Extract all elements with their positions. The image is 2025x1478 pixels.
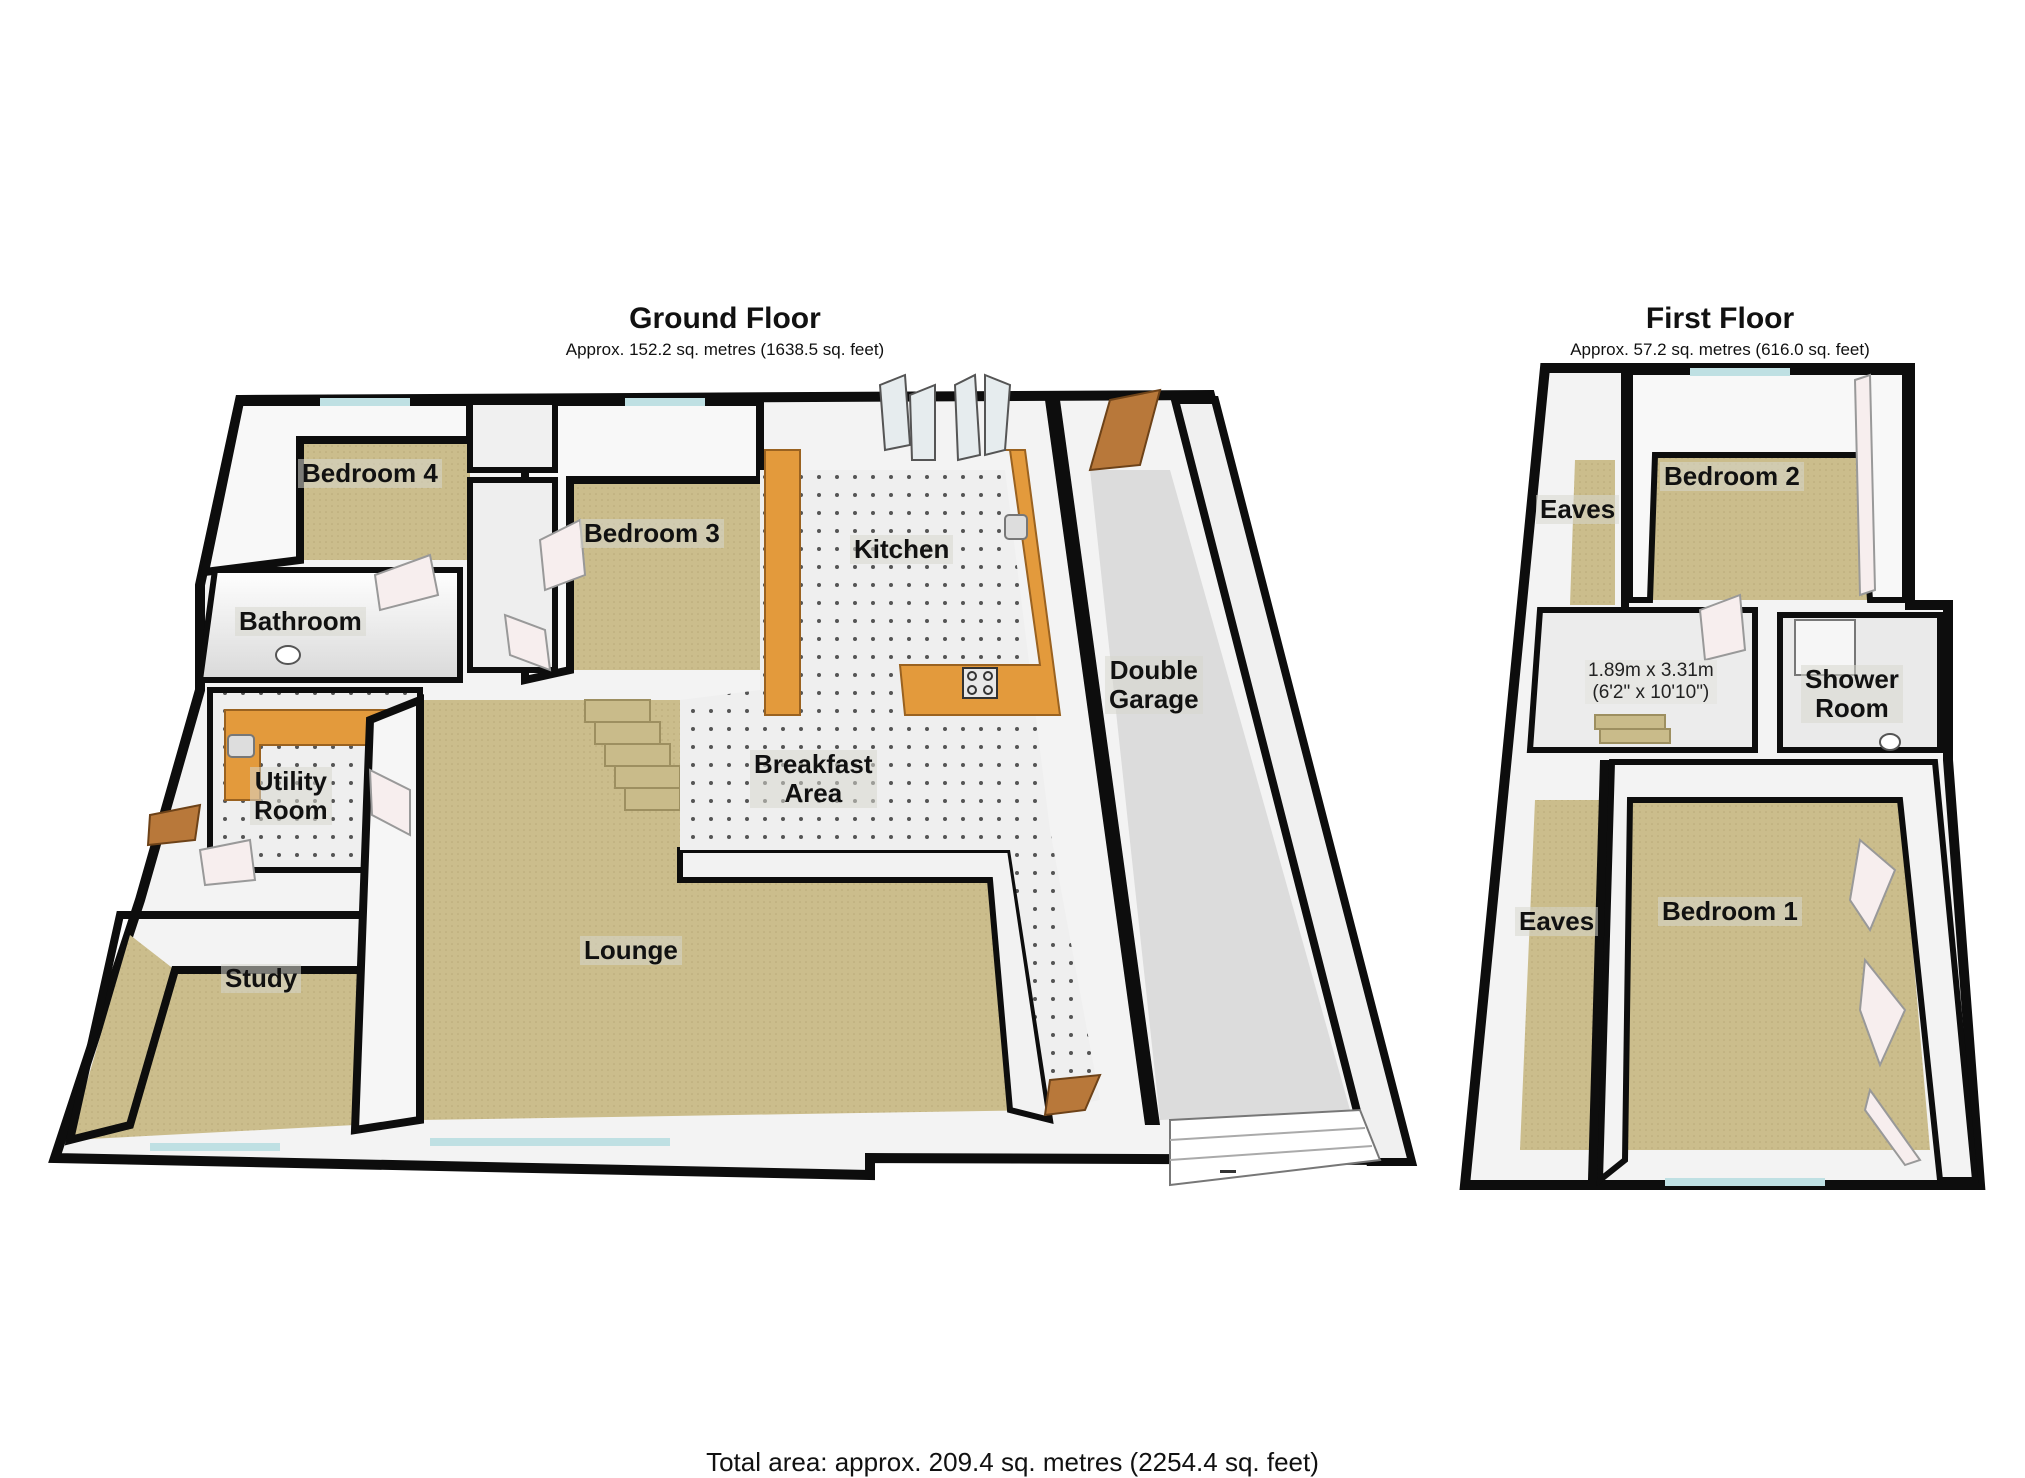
- kitchen-bifold-doors: [878, 373, 1012, 462]
- total-area: Total area: approx. 209.4 sq. metres (22…: [706, 1447, 1319, 1477]
- bedroom-3-door: [538, 518, 587, 592]
- bedroom-1-window: [1665, 1178, 1825, 1186]
- garage-rear-door: [1088, 388, 1162, 472]
- utility-side-door: [146, 803, 202, 847]
- bedroom-4-window: [320, 398, 410, 406]
- bedroom-3-floor: [570, 480, 760, 670]
- landing-dim-line1: 1.89m x 3.31m: [1588, 660, 1714, 681]
- first-floor-stairs: [1594, 714, 1671, 744]
- room-label-double-garage: Double Garage: [1105, 656, 1203, 714]
- kitchen-worktop-left: [764, 449, 801, 716]
- shower-label-line1: Shower: [1805, 664, 1899, 694]
- first-floor-area: Approx. 57.2 sq. metres (616.0 sq. feet): [1570, 340, 1870, 359]
- bedroom-2-window: [1690, 368, 1790, 376]
- garage-door: [1169, 1108, 1382, 1187]
- study-window: [150, 1143, 280, 1151]
- utility-door: [368, 768, 411, 837]
- utility-label-line2: Room: [254, 795, 328, 825]
- room-label-kitchen: Kitchen: [850, 535, 954, 564]
- bedroom-2-wardrobe-doors: [1853, 373, 1877, 597]
- garage-label-line1: Double: [1109, 655, 1198, 685]
- first-floor-title: First Floor: [1645, 302, 1795, 335]
- landing-dim-line2: (6'2" x 10'10"): [1592, 682, 1710, 703]
- utility-sink-icon: [227, 734, 255, 758]
- hall-closet: [467, 477, 558, 673]
- room-label-bedroom-1: Bedroom 1: [1658, 897, 1802, 926]
- bedroom1-cupboard-door: [503, 613, 552, 672]
- bedroom-2-floor: [1650, 455, 1870, 600]
- room-label-utility-room: Utility Room: [250, 767, 332, 825]
- room-label-eaves-bottom: Eaves: [1515, 907, 1599, 936]
- bedroom-1-walls: [1596, 759, 1979, 1187]
- kitchen-sink-icon: [1004, 514, 1028, 540]
- breakfast-side-door: [1043, 1073, 1102, 1117]
- breakfast-label-line1: Breakfast: [754, 749, 873, 779]
- lounge-floor: [420, 700, 1050, 1120]
- utility-label-line1: Utility: [254, 766, 327, 796]
- ground-stairs: [584, 699, 681, 811]
- bedroom-1-floor: [1625, 800, 1930, 1150]
- lounge-walls: [350, 694, 424, 1135]
- bedroom-1-wardrobe-doors: [1848, 838, 1922, 1167]
- kitchen-garage-wall: [1045, 400, 1160, 1125]
- shower-toilet-icon: [1879, 733, 1901, 751]
- room-label-study: Study: [221, 964, 302, 993]
- hob-icon: [962, 667, 998, 699]
- closet-walls: [467, 399, 558, 473]
- room-label-bedroom-3: Bedroom 3: [580, 519, 724, 548]
- shower-label-line2: Room: [1815, 693, 1889, 723]
- landing-door: [1698, 593, 1747, 662]
- eaves-bottom-wall: [1588, 760, 1612, 1180]
- ground-floor-area: Approx. 152.2 sq. metres (1638.5 sq. fee…: [565, 340, 885, 359]
- bedroom-3-window: [625, 398, 705, 406]
- room-label-lounge: Lounge: [580, 936, 682, 965]
- landing-dimensions: 1.89m x 3.31m (6'2" x 10'10"): [1585, 660, 1717, 704]
- room-label-eaves-top: Eaves: [1536, 495, 1620, 524]
- room-label-bathroom: Bathroom: [235, 607, 366, 636]
- toilet-icon: [275, 645, 301, 665]
- garage-right-wall: [1169, 396, 1418, 1166]
- garage-label-line2: Garage: [1109, 684, 1199, 714]
- room-label-shower-room: Shower Room: [1801, 665, 1903, 723]
- room-label-bedroom-2: Bedroom 2: [1660, 462, 1804, 491]
- study-door: [198, 838, 257, 887]
- ground-floor-title: Ground Floor: [629, 302, 821, 335]
- breakfast-label-line2: Area: [784, 778, 843, 808]
- ground-floor-plan: [48, 373, 1418, 1187]
- room-label-bedroom-4: Bedroom 4: [298, 459, 442, 488]
- room-label-breakfast-area: Breakfast Area: [750, 750, 877, 808]
- garage-floor: [1090, 470, 1350, 1120]
- bedroom-4-door: [373, 553, 440, 612]
- eaves-top-floor: [1570, 460, 1615, 605]
- eaves-bottom-floor: [1520, 800, 1600, 1150]
- lounge-window: [430, 1138, 670, 1146]
